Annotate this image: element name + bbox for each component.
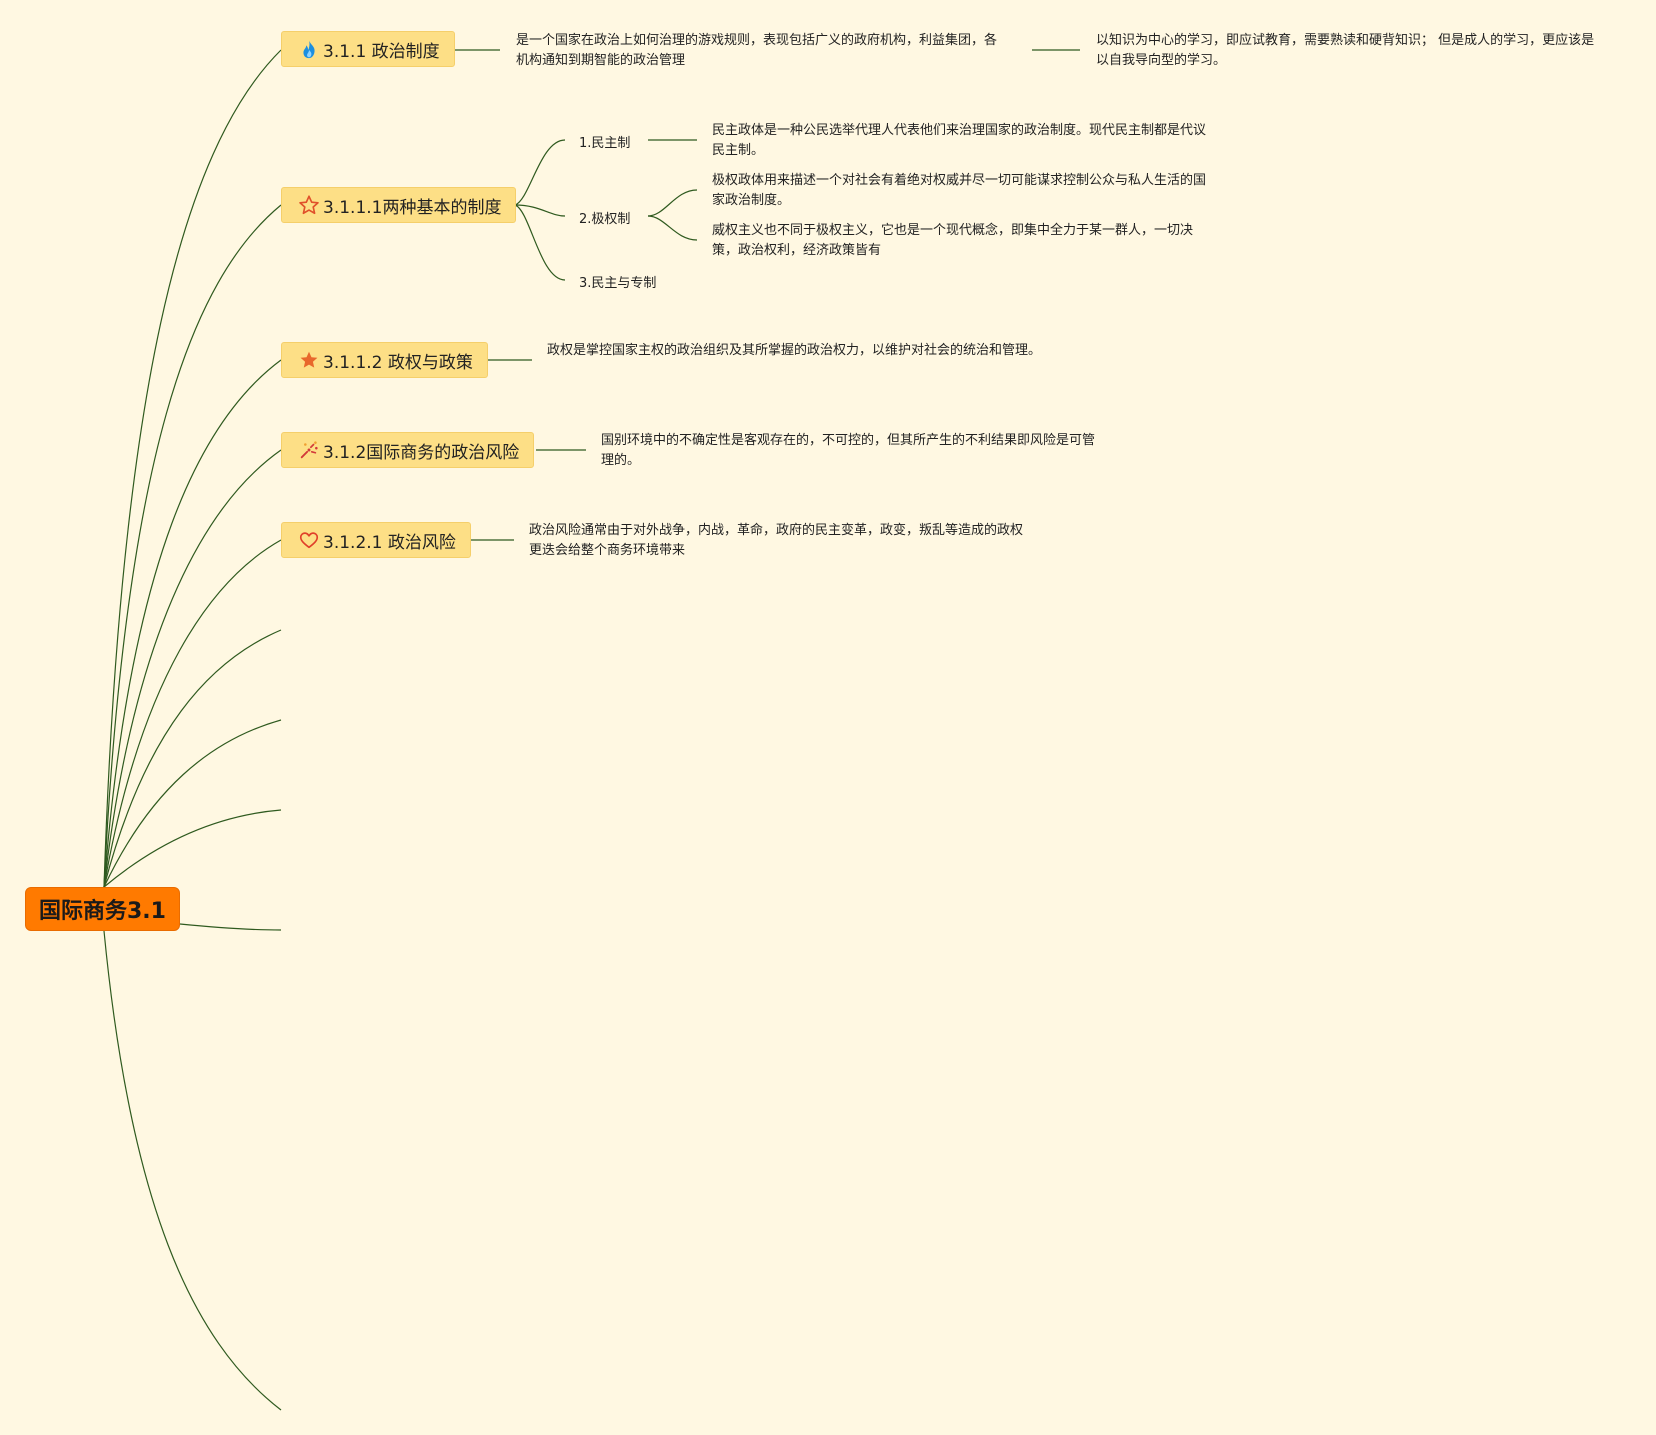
branch-line-9 — [179, 923, 282, 931]
branch-line-3 — [103, 359, 282, 888]
branch-line-8 — [103, 809, 282, 888]
sub-line-dva — [514, 204, 566, 281]
branch-line-6 — [103, 629, 282, 888]
note-political-risk-intl: 国别环境中的不确定性是客观存在的，不可控的，但其所产生的不利结果即风险是可管理的… — [601, 433, 1096, 468]
party-icon — [298, 439, 320, 461]
branch-line-1 — [103, 49, 282, 888]
note-line-totalitarian-b — [647, 215, 698, 241]
note-democracy: 民主政体是一种公民选举代理人代表他们来治理国家的政治制度。现代民主制都是代议民主… — [712, 123, 1207, 158]
branch-line-2 — [103, 204, 282, 888]
topic-political-system[interactable]: 3.1.1 政治制度 — [281, 31, 455, 67]
topic-label: 3.1.1.2 政权与政策 — [323, 352, 473, 373]
subtopic-democracy[interactable]: 1.民主制 — [579, 136, 631, 151]
branch-line-7 — [103, 719, 282, 888]
subtopic-totalitarian[interactable]: 2.极权制 — [579, 212, 631, 227]
central-topic-label: 国际商务3.1 — [39, 899, 166, 924]
topic-regime-and-policy[interactable]: 3.1.1.2 政权与政策 — [281, 342, 488, 378]
branch-line-10 — [103, 930, 282, 1411]
topic-political-risk-intl[interactable]: 3.1.2国际商务的政治风险 — [281, 432, 535, 468]
sub-line-democracy — [514, 139, 566, 206]
topic-two-basic-systems[interactable]: 3.1.1.1两种基本的制度 — [281, 187, 517, 223]
note-political-system-a: 是一个国家在政治上如何治理的游戏规则，表现包括广义的政府机构，利益集团，各机构通… — [516, 33, 998, 68]
sub-line-totalitarian — [514, 204, 566, 217]
subtopic-democracy-vs-autocracy[interactable]: 3.民主与专制 — [579, 276, 657, 291]
note-totalitarian-a: 极权政体用来描述一个对社会有着绝对权威并尽一切可能谋求控制公众与私人生活的国家政… — [712, 173, 1207, 208]
branch-line-4 — [103, 449, 282, 888]
note-line-totalitarian-a — [647, 189, 698, 217]
note-political-system-b: 以知识为中心的学习，即应试教育，需要熟读和硬背知识； 但是成人的学习，更应该是以… — [1096, 33, 1595, 68]
heart-icon — [298, 529, 320, 551]
central-topic[interactable]: 国际商务3.1 — [25, 887, 180, 931]
star-filled-icon — [298, 349, 320, 371]
note-regime-and-policy: 政权是掌控国家主权的政治组织及其所掌握的政治权力，以维护对社会的统治和管理。 — [547, 343, 1042, 358]
branch-line-5 — [103, 539, 282, 888]
flame-icon — [298, 38, 320, 60]
topic-label: 3.1.1 政治制度 — [323, 41, 440, 62]
note-political-risk: 政治风险通常由于对外战争，内战，革命，政府的民主变革，政变，叛乱等造成的政权更迭… — [529, 523, 1024, 558]
topic-label: 3.1.2国际商务的政治风险 — [323, 442, 520, 463]
topic-political-risk[interactable]: 3.1.2.1 政治风险 — [281, 522, 471, 558]
star-outline-icon — [298, 194, 320, 216]
topic-label: 3.1.2.1 政治风险 — [323, 532, 456, 553]
topic-label: 3.1.1.1两种基本的制度 — [323, 197, 502, 218]
note-totalitarian-b: 威权主义也不同于极权主义，它也是一个现代概念，即集中全力于某一群人，一切决策，政… — [712, 223, 1194, 258]
